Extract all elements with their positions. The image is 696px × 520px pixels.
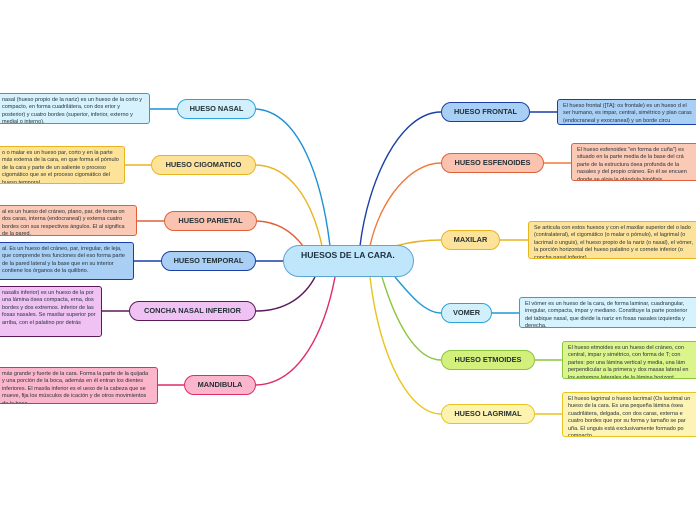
note-hueso-cigomatico: o o malar es un hueso par, corto y en la… bbox=[0, 146, 125, 184]
node-hueso-temporal[interactable]: HUESO TEMPORAL bbox=[161, 251, 256, 271]
note-maxilar: Se articula con estos huesos y con el ma… bbox=[528, 221, 696, 259]
note-hueso-temporal: al. Es un hueso del cráneo, par, irregul… bbox=[0, 242, 134, 280]
node-vomer[interactable]: VOMER bbox=[441, 303, 492, 323]
node-hueso-etmoides[interactable]: HUESO ETMOIDES bbox=[441, 350, 535, 370]
note-concha-nasal-inferior: nasalis inferior) es un hueso de la por … bbox=[0, 286, 102, 337]
node-hueso-cigomatico[interactable]: HUESO CIGOMATICO bbox=[151, 155, 256, 175]
note-hueso-frontal: El hueso frontal ([TA]: os frontale) es … bbox=[557, 99, 696, 125]
branch-line-vomer bbox=[394, 276, 442, 314]
note-mandibula: más grande y fuerte de la cara. Forma la… bbox=[0, 367, 158, 404]
note-hueso-nasal: nasal (hueso propio de la nariz) es un h… bbox=[0, 93, 150, 124]
branch-line-nasal bbox=[255, 108, 331, 247]
node-hueso-parietal[interactable]: HUESO PARIETAL bbox=[164, 211, 257, 231]
branch-line-parietal bbox=[256, 220, 304, 247]
branch-line-mandibula bbox=[255, 276, 336, 386]
branch-line-lagrimal bbox=[369, 276, 442, 415]
node-hueso-lagrimal[interactable]: HUESO LAGRIMAL bbox=[441, 404, 535, 424]
note-hueso-esfenoides: El hueso esfenoides "en forma de cuña") … bbox=[571, 143, 696, 181]
node-hueso-nasal[interactable]: HUESO NASAL bbox=[177, 99, 256, 119]
central-topic[interactable]: HUESOS DE LA CARA. bbox=[283, 245, 414, 277]
branch-line-esfenoides bbox=[369, 162, 442, 247]
node-concha-nasal-inferior[interactable]: CONCHA NASAL INFERIOR bbox=[129, 301, 256, 321]
note-hueso-parietal: al es un hueso del cráneo, plano, par, d… bbox=[0, 205, 137, 236]
branch-line-frontal bbox=[359, 111, 442, 247]
branch-line-concha bbox=[255, 276, 316, 312]
node-maxilar[interactable]: MAXILAR bbox=[441, 230, 500, 250]
branch-line-cigomatico bbox=[255, 164, 323, 247]
note-hueso-lagrimal: El hueso lagrimal o hueso lacrimal (Os l… bbox=[562, 392, 696, 437]
note-hueso-etmoides: El hueso etmoides es un hueso del cráneo… bbox=[562, 341, 696, 379]
node-hueso-esfenoides[interactable]: HUESO ESFENOIDES bbox=[441, 153, 544, 173]
node-hueso-frontal[interactable]: HUESO FRONTAL bbox=[441, 102, 530, 122]
branch-line-etmoides bbox=[381, 276, 442, 361]
node-mandibula[interactable]: MANDIBULA bbox=[184, 375, 256, 395]
note-vomer: El vómer es un hueso de la cara, de form… bbox=[519, 297, 696, 328]
